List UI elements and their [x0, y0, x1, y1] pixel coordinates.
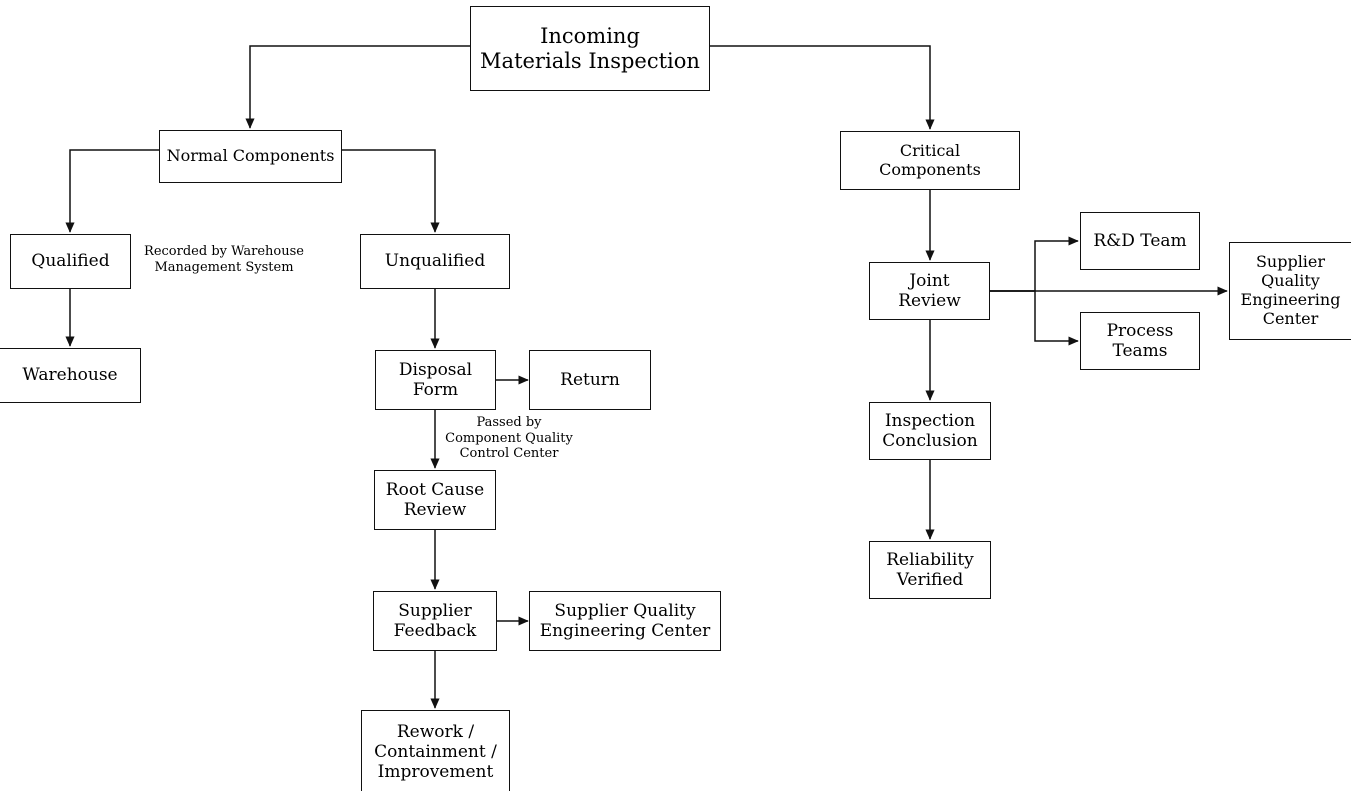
edge-inspection-to-normal	[245, 45, 470, 129]
edge-inspection-to-critical	[710, 45, 935, 130]
node-joint-review[interactable]: Joint Review	[869, 262, 990, 320]
node-label: Disposal Form	[398, 359, 473, 400]
node-supplier-feedback[interactable]: Supplier Feedback	[373, 591, 497, 651]
node-label: Supplier Quality Engineering Center	[1240, 252, 1341, 328]
node-label: Qualified	[31, 251, 110, 272]
node-label: Normal Components	[166, 146, 335, 166]
node-rework-containment-improvement[interactable]: Rework / Containment / Improvement	[361, 710, 510, 791]
node-label: Warehouse	[22, 365, 118, 386]
node-label: R&D Team	[1093, 230, 1187, 251]
edge-joint-review-to-process-teams	[990, 290, 1079, 346]
node-label: Reliability Verified	[886, 549, 974, 590]
node-qualified[interactable]: Qualified	[10, 234, 131, 289]
node-warehouse[interactable]: Warehouse	[0, 348, 141, 403]
node-label: Root Cause Review	[385, 479, 485, 520]
node-label: Rework / Containment / Improvement	[374, 721, 497, 783]
node-rd-team[interactable]: R&D Team	[1080, 212, 1200, 270]
node-normal-components[interactable]: Normal Components	[159, 130, 342, 183]
node-label: Return	[560, 369, 620, 390]
node-label: Critical Components	[879, 140, 981, 179]
node-disposal-form[interactable]: Disposal Form	[375, 350, 496, 410]
node-process-teams[interactable]: Process Teams	[1080, 312, 1200, 370]
node-supplier-quality-engineering-center-right[interactable]: Supplier Quality Engineering Center	[1229, 242, 1351, 340]
edge-joint-review-to-rd-team	[990, 236, 1079, 292]
node-label: Incoming Materials Inspection	[480, 23, 700, 73]
node-label: Supplier Quality Engineering Center	[539, 600, 711, 641]
node-supplier-quality-engineering-center-mid[interactable]: Supplier Quality Engineering Center	[529, 591, 721, 651]
node-critical-components[interactable]: Critical Components	[840, 131, 1020, 190]
edge-label-warehouse-record: Recorded by Warehouse Management System	[144, 244, 304, 275]
node-return[interactable]: Return	[529, 350, 651, 410]
node-label: Process Teams	[1106, 320, 1174, 361]
edge-normal-to-unqualified	[342, 149, 440, 233]
node-reliability-verified[interactable]: Reliability Verified	[869, 541, 991, 599]
edge-normal-to-qualified	[65, 149, 159, 233]
node-label: Supplier Feedback	[393, 600, 477, 641]
node-unqualified[interactable]: Unqualified	[360, 234, 510, 289]
edge-label-quality-control: Passed by Component Quality Control Cent…	[445, 415, 573, 462]
node-label: Unqualified	[384, 251, 486, 272]
node-label: Inspection Conclusion	[882, 410, 978, 451]
node-label: Joint Review	[898, 270, 961, 311]
node-root-cause-review[interactable]: Root Cause Review	[374, 470, 496, 530]
node-incoming-materials-inspection[interactable]: Incoming Materials Inspection	[470, 6, 710, 91]
node-inspection-conclusion[interactable]: Inspection Conclusion	[869, 402, 991, 460]
